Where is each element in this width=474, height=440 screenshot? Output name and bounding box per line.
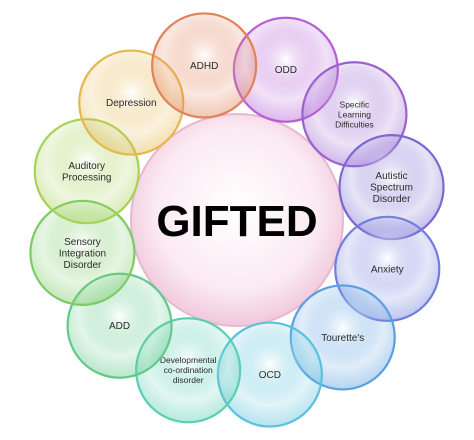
condition-bubble — [151, 12, 258, 119]
center-circle — [130, 113, 344, 327]
condition-label: Disorder — [373, 194, 411, 205]
condition-label: Disorder — [64, 260, 102, 271]
condition-label: Specific — [340, 99, 371, 109]
condition-label: co-ordination — [164, 365, 213, 375]
condition-label: Tourette's — [321, 333, 364, 344]
condition-label: Integration — [59, 248, 106, 259]
condition-label: OCD — [259, 370, 281, 381]
condition-label: Depression — [106, 98, 157, 109]
condition-label: Processing — [62, 172, 111, 183]
condition-label: Sensory — [64, 237, 101, 248]
condition-label: Developmental — [160, 355, 217, 365]
condition-label: ODD — [275, 65, 297, 76]
condition-label: ADD — [109, 321, 130, 332]
condition-label: Autistic — [375, 171, 407, 182]
condition-label: Anxiety — [371, 264, 404, 275]
condition-circle: ADHD — [151, 12, 258, 119]
condition-label: Learning — [338, 109, 371, 119]
condition-label: disorder — [173, 375, 204, 385]
condition-label: Difficulties — [335, 119, 374, 129]
condition-label: Spectrum — [370, 183, 413, 194]
condition-label: Auditory — [68, 161, 105, 172]
condition-label: ADHD — [190, 61, 218, 72]
outer-ring: ODDSpecificLearningDifficultiesAutisticS… — [29, 12, 445, 428]
center-label: GIFTED — [156, 197, 317, 246]
